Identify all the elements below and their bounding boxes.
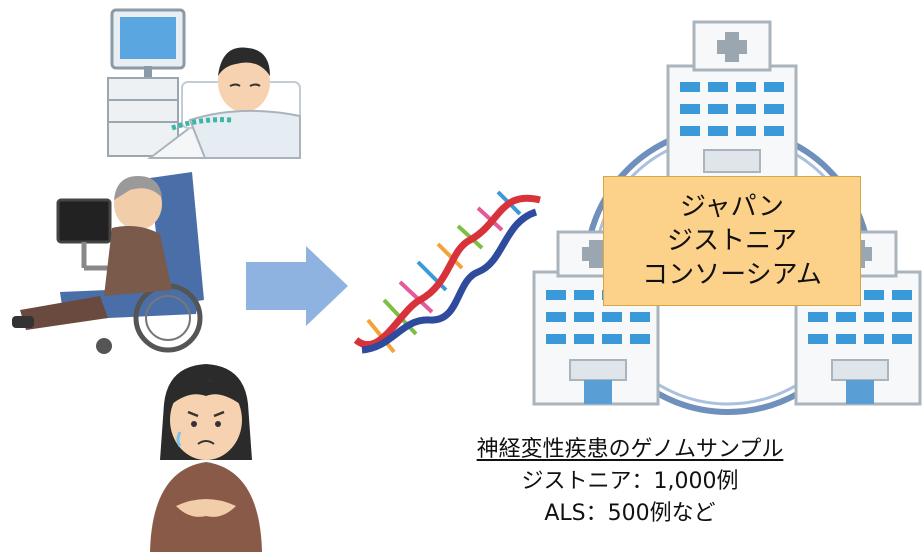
caption-title: 神経変性疾患のゲノムサンプル — [476, 437, 784, 462]
sample-caption: 神経変性疾患のゲノムサンプル ジストニア：1,000例 ALS：500例など — [420, 434, 840, 530]
consortium-line-2: ジストニア — [666, 226, 797, 256]
patient-in-bed-icon — [107, 8, 301, 159]
dna-helix-icon — [353, 190, 541, 354]
worried-woman-icon — [150, 364, 262, 552]
consortium-label-box: ジャパン ジストニア コンソーシアム — [603, 176, 861, 306]
caption-dystonia-count: ジストニア：1,000例 — [521, 469, 739, 494]
right-arrow-icon — [246, 246, 348, 326]
consortium-line-1: ジャパン — [679, 192, 784, 222]
caption-als-count: ALS：500例など — [544, 501, 716, 526]
patient-in-wheelchair-icon — [12, 172, 204, 354]
consortium-line-3: コンソーシアム — [642, 260, 822, 290]
